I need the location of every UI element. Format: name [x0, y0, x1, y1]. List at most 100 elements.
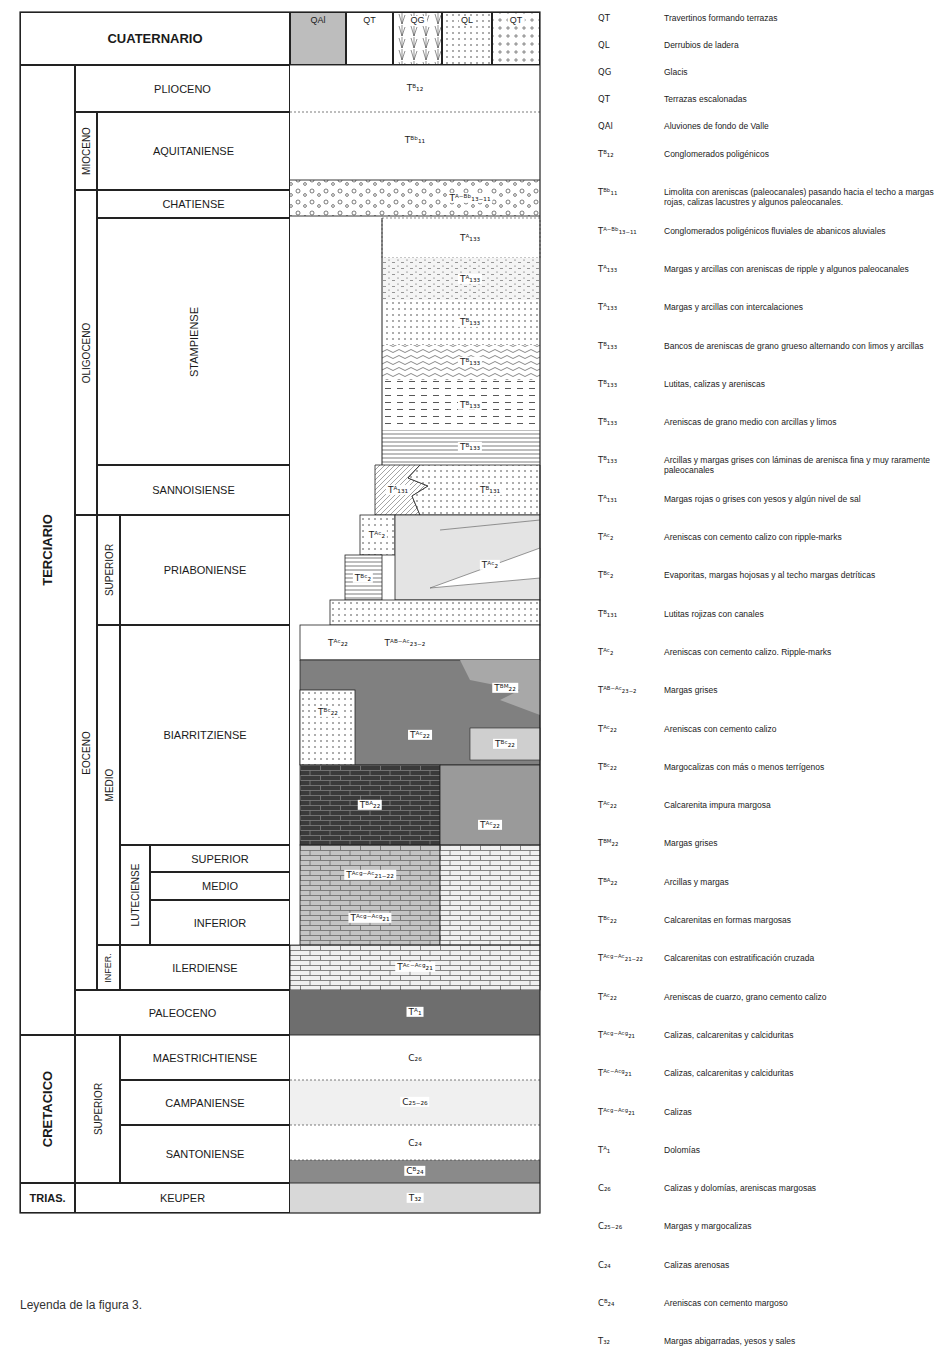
legend-description: Calizas y dolomías, areniscas margosas — [664, 1184, 936, 1194]
legend-code: Tᴬ₁ — [598, 1146, 610, 1156]
legend-description: Calizas, calcarenitas y calciduritas — [664, 1069, 936, 1079]
unit-code: Tᴬ₁ — [407, 1007, 424, 1017]
stage-cell: CAMPANIENSE — [120, 1080, 290, 1125]
era-cell: CRETACICO — [20, 1035, 75, 1183]
unit-band — [395, 515, 540, 600]
legend-code: QAl — [598, 122, 613, 132]
stage-cell: STAMPIENSE — [97, 218, 290, 465]
unit-edge — [382, 218, 383, 465]
unit-band — [382, 300, 540, 345]
unit-code: Tᴮ₁₃₁ — [478, 485, 502, 495]
legend-code: Tᴮ₁₃₃ — [598, 342, 617, 352]
terrace-fill — [346, 12, 393, 65]
legend-code: Tᴮᴬ₂₂ — [598, 878, 617, 888]
legend-description: Areniscas con cemento calizo con ripple-… — [664, 533, 936, 543]
unit-code: Tᴬᶜ₂₂ — [408, 730, 432, 740]
legend-code: Tᴬ₁₃₃ — [598, 265, 617, 275]
legend-description: Calcarenita impura margosa — [664, 801, 936, 811]
glacis-fill — [393, 12, 442, 65]
unit-code: Tᴬᴮ⁻ᴬᶜ₂₃₋₂ — [383, 638, 428, 648]
legend-description: Areniscas con cemento margoso — [664, 1299, 936, 1309]
legend-code: Tᴮ₁₃₃ — [598, 456, 617, 466]
unit-code: Tᴮᵇ₁₁ — [403, 135, 427, 145]
unit-band — [290, 945, 540, 990]
subperiod-cell: SUPERIOR — [97, 515, 120, 625]
legend-description: Travertinos formando terrazas — [664, 14, 936, 24]
stratigraphic-name: ILERDIENSE — [170, 961, 239, 973]
substage-cell: MEDIO — [150, 872, 290, 900]
unit-code: Tᴬ₁₃₃ — [458, 274, 482, 284]
unit-code: Tᴮ₁₃₃ — [458, 317, 482, 327]
unit-code: Tᴮ₁₃₃ — [458, 400, 482, 410]
unit-code: Tᴬ₁₃₃ — [458, 233, 482, 243]
legend-description: Margas abigarradas, yesos y sales — [664, 1337, 936, 1347]
legend-code: C₂₄ — [598, 1261, 611, 1271]
subperiod-cell: MEDIO — [97, 625, 120, 945]
unit-code: Tᴬ₁₃₁ — [386, 485, 410, 495]
legend-code: Tᴮᴹ₂₂ — [598, 839, 618, 849]
legend-description: Evaporitas, margas hojosas y al techo ma… — [664, 571, 936, 581]
stratigraphic-name: TERCIARIO — [40, 512, 54, 588]
legend-description: Margocalizas con más o menos terrígenos — [664, 763, 936, 773]
unit-band — [382, 345, 540, 380]
legend-description: Terrazas escalonadas — [664, 95, 936, 105]
stage-cell: CHATIENSE — [97, 190, 290, 218]
legend-description: Aluviones de fondo de Valle — [664, 122, 936, 132]
unit-band — [345, 555, 382, 600]
unit-band — [300, 690, 355, 765]
unit-band — [360, 515, 395, 555]
unit-band — [300, 845, 440, 945]
unit-code: C₂₄ — [406, 1138, 424, 1148]
legend-description: Derrubios de ladera — [664, 41, 936, 51]
unit-band — [382, 380, 540, 430]
substage-cell: INFERIOR — [150, 900, 290, 945]
legend-code: Tᴬᴮ⁻ᴬᶜ₂₃₋₂ — [598, 686, 637, 696]
legend-description: Calizas, calcarenitas y calciduritas — [664, 1031, 936, 1041]
stratigraphic-name: CUATERNARIO — [105, 31, 204, 45]
legend-code: Tᴮᶜ₂₂ — [598, 763, 617, 773]
legend-code: Cᴮ₂₄ — [598, 1299, 614, 1309]
unit-band — [290, 990, 540, 1035]
stratigraphic-name: CAMPANIENSE — [163, 1096, 246, 1108]
contact-line — [440, 520, 540, 530]
legend-description: Margas grises — [664, 839, 936, 849]
unit-code: Tᴬᶜ₂ — [367, 530, 387, 540]
unit-code: Tᴮᶜ₂ — [353, 573, 373, 583]
legend-description: Areniscas con cemento calizo — [664, 725, 936, 735]
pattern-cell: QG — [393, 12, 442, 65]
legend-code: Tᴬᶜ₂₂ — [598, 801, 617, 811]
legend-code: Tᴬ₁₃₁ — [598, 495, 617, 505]
unit-code: Tᴬᶜ₂ — [480, 560, 500, 570]
stratigraphic-name: KEUPER — [158, 1192, 207, 1204]
travertine-fill — [492, 12, 540, 65]
unit-band — [470, 728, 540, 760]
legend-code: Tᴬ₁₃₃ — [598, 303, 617, 313]
unit-code: C₂₆ — [406, 1053, 424, 1063]
unit-code: Tᴬᶜ₂₂ — [478, 820, 502, 830]
scree-fill — [442, 12, 492, 65]
unit-band — [382, 258, 540, 300]
pattern-cell: QAl — [290, 12, 346, 65]
legend-code: Tᴬᶜ₂ — [598, 648, 613, 658]
period-cell: PLIOCENO — [75, 65, 290, 112]
stratigraphic-name: MEDIO — [103, 767, 114, 804]
legend-description: Areniscas de grano medio con arcillas y … — [664, 418, 936, 428]
unit-code: Tᴮᴹ₂₂ — [492, 683, 518, 693]
stratigraphic-name: CRETACICO — [40, 1069, 54, 1149]
era-cell: TERCIARIO — [20, 65, 75, 1035]
legend-description: Calcarenitas en formas margosas — [664, 916, 936, 926]
stratigraphic-name: MAESTRICHTIENSE — [151, 1051, 260, 1063]
subperiod-cell: INFER. — [97, 945, 120, 990]
alluvium-fill — [290, 12, 346, 65]
legend-code: C₂₅₋₂₆ — [598, 1222, 622, 1232]
legend-description: Margas rojas o grises con yesos y algún … — [664, 495, 936, 505]
pattern-cell: QT — [346, 12, 393, 65]
legend-code: Tᴮᶜ₂ — [598, 571, 613, 581]
stratigraphic-name: STAMPIENSE — [187, 304, 199, 378]
era-cell: TRIAS. — [20, 1183, 75, 1213]
stratigraphic-name: SANTONIENSE — [164, 1148, 247, 1160]
unit-code: Tᴬ⁻ᴮᵇ₁₃₋₁₁ — [447, 193, 492, 203]
legend-description: Areniscas con cemento calizo. Ripple-mar… — [664, 648, 936, 658]
unit-code: Cᴮ₂₄ — [404, 1166, 425, 1176]
